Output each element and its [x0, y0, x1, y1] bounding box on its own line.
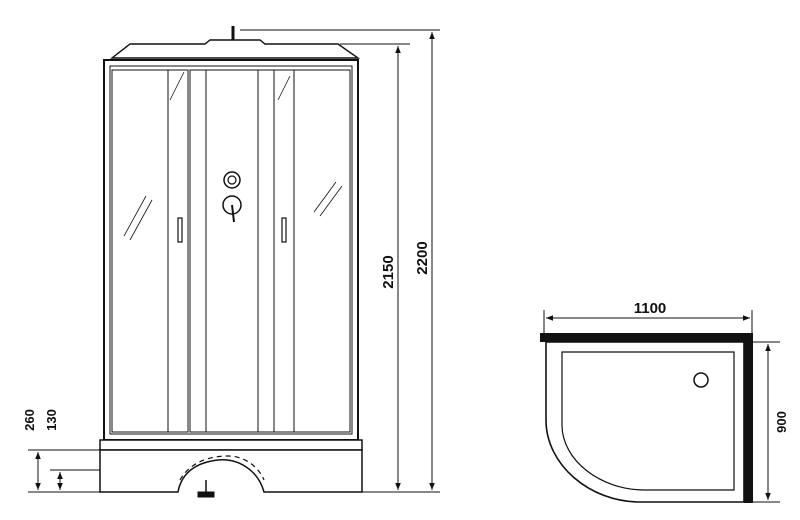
cabin-frame	[103, 59, 359, 441]
cabin-roof	[109, 39, 361, 59]
control-knob-top	[223, 171, 241, 189]
dimension-lines-tray	[28, 449, 100, 493]
top-view	[540, 310, 780, 503]
right-glass-panel	[293, 69, 351, 433]
glass-glare	[123, 71, 343, 241]
shower-tray	[99, 439, 363, 451]
tray-base	[99, 449, 363, 493]
label-height-total: 2200	[414, 241, 431, 274]
drain-foot	[197, 491, 215, 498]
siphon-outline	[179, 455, 265, 481]
tray-outline-outer	[545, 341, 745, 503]
right-door-handle	[281, 217, 287, 243]
left-door-panel	[167, 69, 189, 433]
dimension-lines-height	[240, 29, 440, 493]
label-height-tray: 260	[22, 409, 37, 431]
left-door-handle	[177, 217, 183, 243]
label-height-cabin: 2150	[380, 255, 397, 288]
label-tray-depth: 900	[774, 411, 789, 433]
tray-drain	[693, 372, 709, 388]
front-view	[99, 26, 363, 498]
label-tray-width: 1100	[634, 300, 667, 317]
side-wall	[744, 333, 753, 503]
back-wall	[540, 333, 752, 342]
tray-outline-inner	[561, 351, 735, 491]
label-height-step: 130	[44, 409, 59, 431]
